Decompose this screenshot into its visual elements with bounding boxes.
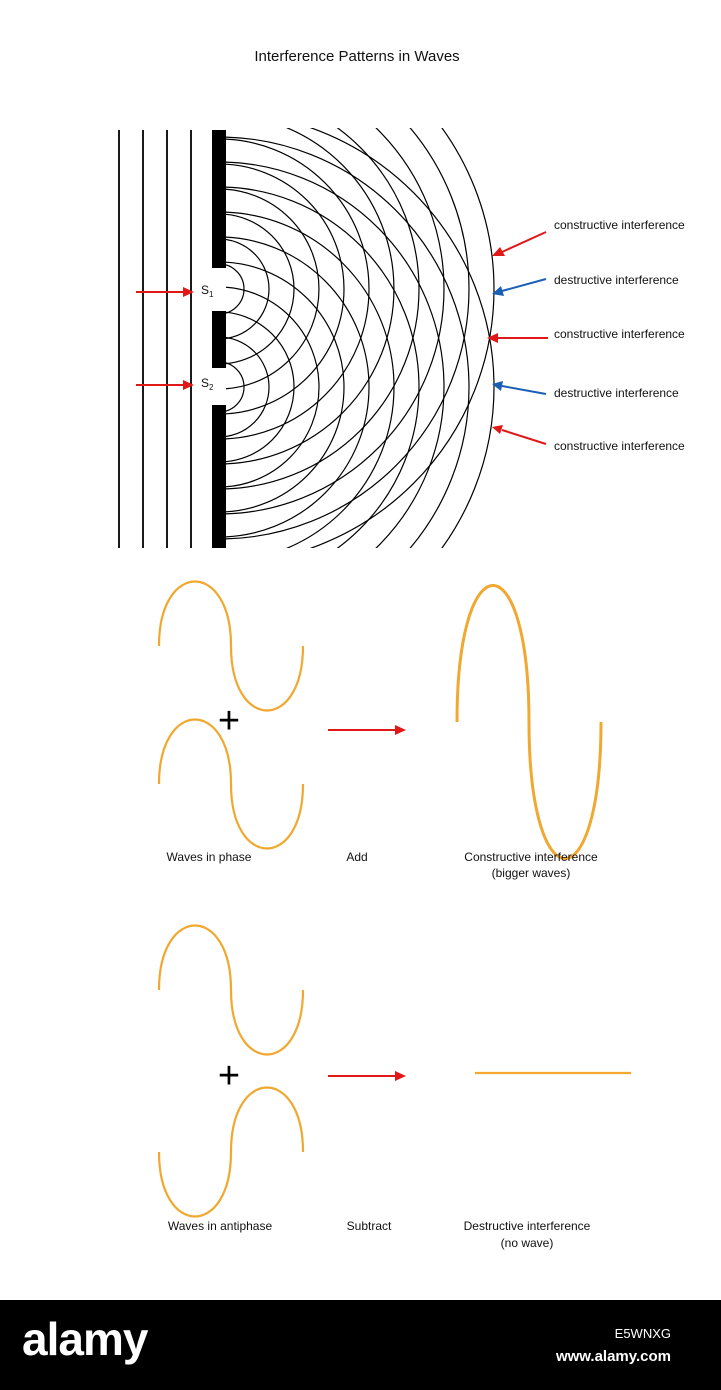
watermark-footer: alamy E5WNXG www.alamy.com [0, 1300, 721, 1390]
interference-arrow-4 [492, 381, 547, 395]
constructive-result-label: Constructive interference [464, 850, 598, 864]
destructive-result-label: Destructive interference [464, 1219, 591, 1233]
interference-label-3: constructive interference [554, 327, 685, 341]
interference-arrow-1 [492, 231, 547, 256]
interference-arrow-3 [487, 333, 548, 343]
in-phase-waves-label: Waves in phase [167, 850, 252, 864]
add-label: Add [346, 850, 367, 864]
destructive-result-sublabel: (no wave) [501, 1236, 554, 1250]
interference-label-1: constructive interference [554, 218, 685, 232]
in-phase-plus-sign: + [218, 700, 240, 742]
incoming-arrow-2 [136, 380, 194, 390]
circular-wavefronts [226, 128, 495, 548]
wavefront-arc-slit-1 [226, 128, 470, 540]
subtract-label: Subtract [347, 1219, 392, 1233]
interference-diagram: Interference Patterns in Waves S1 S2 [118, 48, 685, 1250]
wavefront-arc-slit-2 [226, 336, 270, 438]
wavefront-arc-slit-2 [309, 128, 495, 548]
wavefront-arc-slit-1 [226, 128, 420, 490]
interference-label-4: destructive interference [554, 386, 679, 400]
antiphase-waves-label: Waves in antiphase [168, 1219, 273, 1233]
barrier-top [212, 130, 226, 268]
barrier-middle [212, 311, 226, 368]
plane-wavefronts [118, 130, 192, 548]
wavefront-arc-slit-1 [226, 213, 295, 365]
antiphase-wave-top [157, 924, 305, 1056]
antiphase-wave-bottom [157, 1086, 305, 1218]
subtract-arrow [328, 1071, 406, 1081]
wavefront-arc-slit-2 [226, 311, 295, 463]
wavefront-arc-slit-2 [226, 362, 245, 412]
wavefront-arc-slit-1 [226, 264, 245, 314]
wavefront-arc-slit-1 [226, 128, 445, 515]
incoming-arrow-1 [136, 287, 194, 297]
wavefront-arc-slit-1 [226, 238, 270, 340]
site-url: www.alamy.com [555, 1348, 671, 1365]
slit-label-1: S1 [201, 283, 214, 299]
double-slit-barrier [212, 130, 226, 548]
wavefront-arc-slit-2 [226, 161, 445, 548]
wavefront-arc-slit-2 [226, 186, 420, 548]
wavefront-arc-slit-1 [226, 138, 370, 440]
wavefront-arc-slit-1 [309, 128, 495, 548]
wavefront-arc-slit-2 [226, 261, 345, 513]
wavefront-arc-slit-1 [226, 163, 345, 415]
interference-arrow-2 [492, 278, 547, 296]
antiphase-plus-sign: + [218, 1055, 240, 1097]
interference-arrow-5 [492, 425, 547, 445]
slit-label-2: S2 [201, 376, 214, 392]
add-arrow [328, 725, 406, 735]
wavefront-arc-slit-1 [226, 188, 320, 390]
constructive-result-sublabel: (bigger waves) [492, 866, 571, 880]
in-phase-wave-top [157, 580, 305, 712]
diagram-title: Interference Patterns in Waves [254, 48, 459, 65]
constructive-result-wave [455, 584, 603, 860]
interference-label-2: destructive interference [554, 273, 679, 287]
wavefront-arc-slit-2 [226, 236, 370, 538]
wavefront-arc-slit-2 [226, 286, 320, 488]
alamy-logo: alamy [22, 1313, 148, 1365]
wavefront-arc-slit-2 [226, 211, 395, 548]
barrier-bottom [212, 405, 226, 548]
in-phase-wave-bottom [157, 718, 305, 850]
image-id: E5WNXG [614, 1326, 671, 1341]
interference-label-5: constructive interference [554, 439, 685, 453]
wavefront-arc-slit-2 [226, 136, 470, 548]
